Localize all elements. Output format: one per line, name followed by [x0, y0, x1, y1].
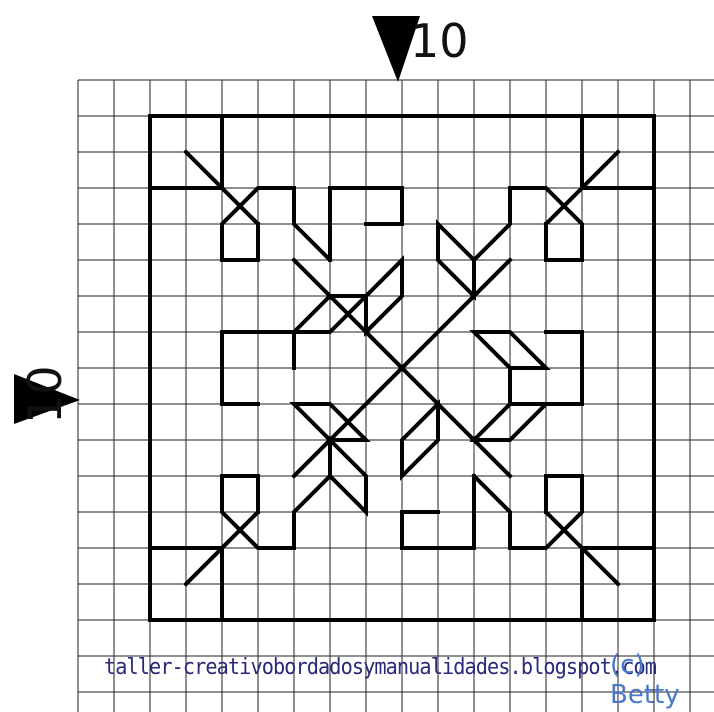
credit-author-text: (c) Betty: [610, 650, 714, 710]
grid-lines: [78, 80, 714, 712]
top-center-count-label: 10: [410, 18, 469, 64]
left-center-count-label: 10: [22, 365, 68, 424]
credit-url-text: taller-creativobordadosymanualidades.blo…: [104, 655, 656, 680]
